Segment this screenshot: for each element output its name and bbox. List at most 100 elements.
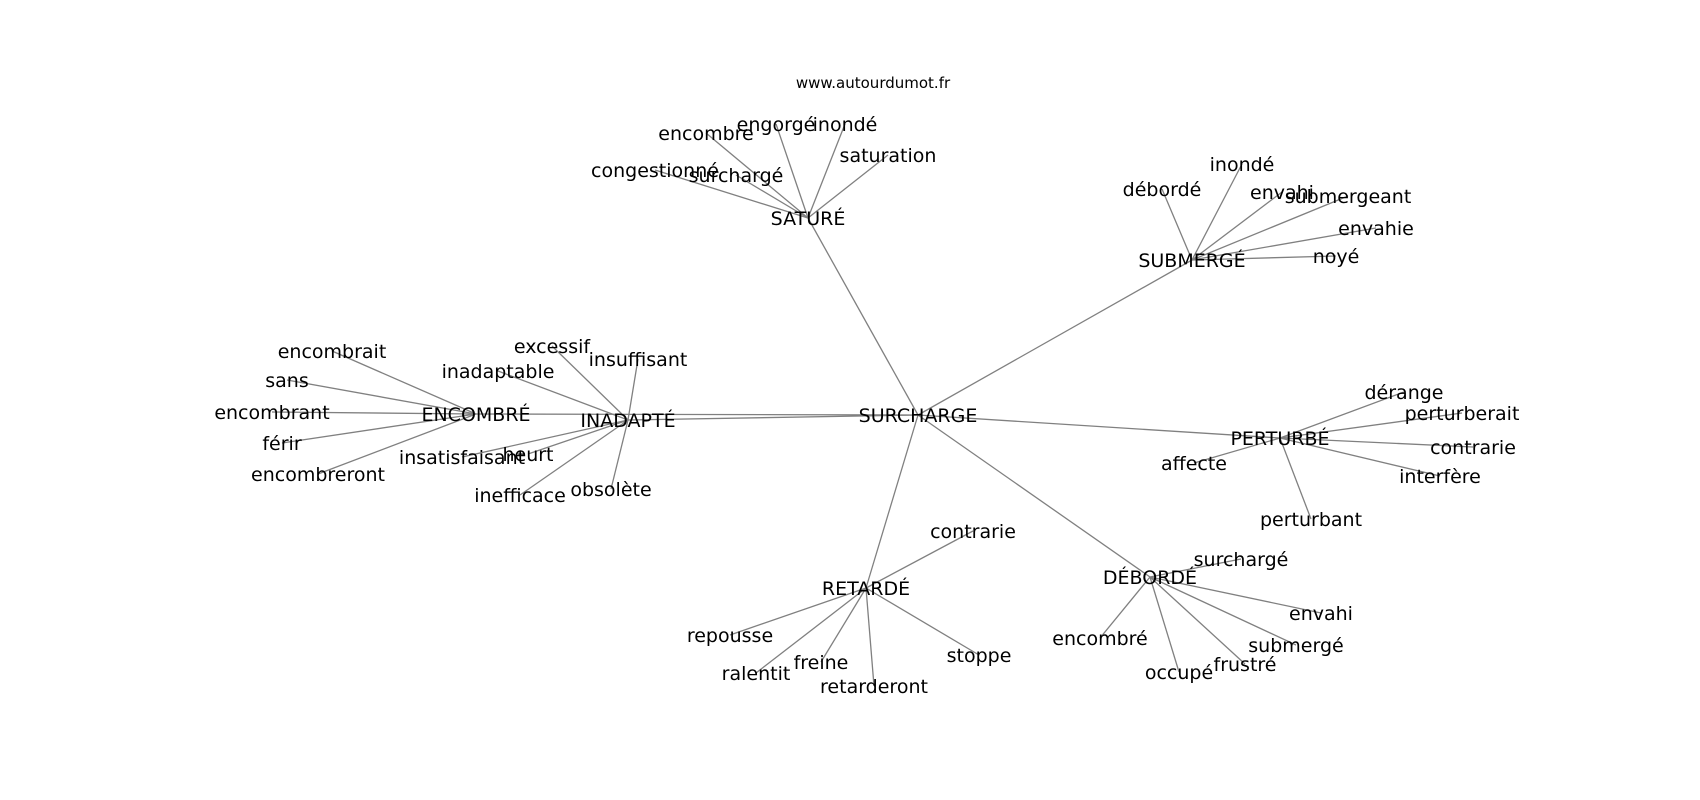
hub-node-retarde[interactable]: RETARDÉ	[822, 577, 910, 600]
edge-perturbe-0	[1279, 391, 1405, 439]
edge-center-retarde	[865, 414, 919, 589]
edge-retarde-4	[865, 587, 875, 687]
word-node-inadapte-3[interactable]: heurt	[502, 444, 553, 466]
word-node-deborde-4[interactable]: occupé	[1145, 662, 1213, 684]
word-node-inadapte-0[interactable]: excessif	[514, 336, 591, 358]
word-node-sature-3[interactable]: saturation	[840, 145, 937, 167]
edge-perturbe-5	[1279, 437, 1312, 520]
word-node-inadapte-2[interactable]: inadaptable	[442, 361, 555, 383]
edge-perturbe-1	[1279, 412, 1463, 439]
word-node-sature-4[interactable]: congestionné	[591, 160, 719, 182]
word-node-encombre-3[interactable]: férir	[262, 433, 301, 455]
edge-encombre-0	[331, 350, 477, 415]
word-node-submerge-0[interactable]: inondé	[1210, 154, 1275, 176]
word-node-perturbe-3[interactable]: interfère	[1399, 466, 1481, 488]
edge-center-deborde	[917, 414, 1151, 578]
edge-inadapte-6	[610, 419, 629, 490]
word-node-deborde-2[interactable]: submergé	[1248, 635, 1343, 657]
edge-inadapte-2	[497, 370, 629, 421]
word-node-retarde-0[interactable]: contrarie	[930, 521, 1016, 543]
edge-center-submerge	[917, 259, 1193, 416]
edge-retarde-0	[865, 530, 974, 589]
edge-perturbe-4	[1193, 437, 1281, 464]
edge-sature-5	[735, 174, 809, 219]
word-node-encombre-2[interactable]: encombrant	[214, 402, 329, 424]
hub-node-deborde[interactable]: DÉBORDÉ	[1103, 566, 1197, 589]
hub-node-inadapte[interactable]: INADAPTÉ	[580, 409, 675, 432]
edge-submerge-2	[1191, 191, 1283, 261]
word-node-perturbe-0[interactable]: dérange	[1365, 382, 1444, 404]
edge-retarde-5	[865, 587, 980, 656]
word-node-inadapte-4[interactable]: insatisfaisant	[399, 447, 525, 469]
edge-retarde-3	[820, 587, 867, 663]
edge-sature-1	[775, 123, 809, 219]
edge-center-inadapte	[627, 414, 919, 421]
center-node[interactable]: SURCHARGE	[859, 405, 978, 427]
word-node-submerge-4[interactable]: envahie	[1338, 218, 1414, 240]
word-node-encombre-0[interactable]: encombrait	[278, 341, 387, 363]
edge-sature-2	[807, 123, 846, 219]
edge-center-encombre	[475, 413, 919, 416]
edge-inadapte-0	[551, 345, 629, 421]
word-node-deborde-5[interactable]: frustré	[1214, 654, 1277, 676]
edge-center-perturbe	[917, 414, 1281, 439]
word-node-inadapte-6[interactable]: obsolète	[570, 479, 651, 501]
edge-encombre-4	[317, 413, 477, 475]
word-node-retarde-5[interactable]: stoppe	[947, 645, 1012, 667]
word-node-sature-1[interactable]: engorgé	[737, 114, 816, 136]
hub-node-sature[interactable]: SATURÉ	[771, 207, 846, 230]
word-node-perturbe-1[interactable]: perturberait	[1405, 403, 1520, 425]
word-node-deborde-0[interactable]: surchargé	[1194, 549, 1289, 571]
word-node-deborde-3[interactable]: encombré	[1052, 628, 1147, 650]
word-node-inadapte-5[interactable]: inefficace	[474, 485, 566, 507]
edge-deborde-2	[1149, 576, 1297, 646]
word-node-inadapte-1[interactable]: insuffisant	[589, 349, 688, 371]
edge-retarde-1	[729, 587, 867, 636]
edge-submerge-4	[1191, 227, 1377, 261]
edge-submerge-3	[1191, 195, 1349, 261]
word-node-submerge-1[interactable]: débordé	[1123, 179, 1202, 201]
hub-node-perturbe[interactable]: PERTURBÉ	[1230, 427, 1329, 450]
hub-node-submerge[interactable]: SUBMERGÉ	[1138, 249, 1245, 272]
word-node-sature-0[interactable]: encombre	[658, 123, 753, 145]
word-node-retarde-3[interactable]: freine	[794, 652, 849, 674]
word-node-retarde-1[interactable]: repousse	[687, 625, 773, 647]
edge-inadapte-1	[627, 358, 639, 421]
word-node-sature-5[interactable]: surchargé	[689, 165, 784, 187]
edge-retarde-2	[755, 587, 867, 674]
word-node-retarde-4[interactable]: retarderont	[820, 676, 928, 698]
site-watermark: www.autourdumot.fr	[796, 74, 951, 92]
edge-sature-3	[807, 154, 889, 219]
edge-encombre-2	[271, 411, 477, 415]
word-node-perturbe-2[interactable]: contrarie	[1430, 437, 1516, 459]
edge-center-sature	[807, 217, 919, 416]
graph-labels: SURCHARGESATURÉencombreengorgéinondésatu…	[214, 114, 1519, 698]
edge-perturbe-3	[1279, 437, 1441, 477]
edge-deborde-0	[1149, 558, 1242, 578]
edge-deborde-4	[1149, 576, 1180, 673]
edge-inadapte-5	[519, 419, 629, 496]
word-node-sature-2[interactable]: inondé	[813, 114, 878, 136]
word-node-perturbe-4[interactable]: affecte	[1161, 453, 1227, 475]
word-node-perturbe-5[interactable]: perturbant	[1260, 509, 1362, 531]
word-node-submerge-5[interactable]: noyé	[1313, 246, 1360, 268]
word-node-submerge-2[interactable]: envahi	[1250, 182, 1314, 204]
word-node-retarde-2[interactable]: ralentit	[722, 663, 791, 685]
word-node-submerge-3[interactable]: submergeant	[1285, 186, 1412, 208]
edge-inadapte-3	[527, 419, 629, 455]
hub-node-encombre[interactable]: ENCOMBRÉ	[421, 403, 530, 426]
word-node-deborde-1[interactable]: envahi	[1289, 603, 1353, 625]
edge-sature-0	[705, 132, 809, 219]
edge-submerge-5	[1191, 255, 1337, 261]
edge-encombre-3	[281, 413, 477, 444]
edge-sature-4	[654, 169, 809, 219]
word-node-encombre-1[interactable]: sans	[265, 370, 308, 392]
word-node-encombre-4[interactable]: encombreront	[251, 464, 385, 486]
edge-deborde-3	[1099, 576, 1151, 639]
edge-deborde-1	[1149, 576, 1322, 614]
edge-inadapte-4	[461, 419, 629, 458]
edge-submerge-0	[1191, 163, 1243, 261]
edge-perturbe-2	[1279, 437, 1474, 448]
edge-submerge-1	[1161, 188, 1193, 261]
